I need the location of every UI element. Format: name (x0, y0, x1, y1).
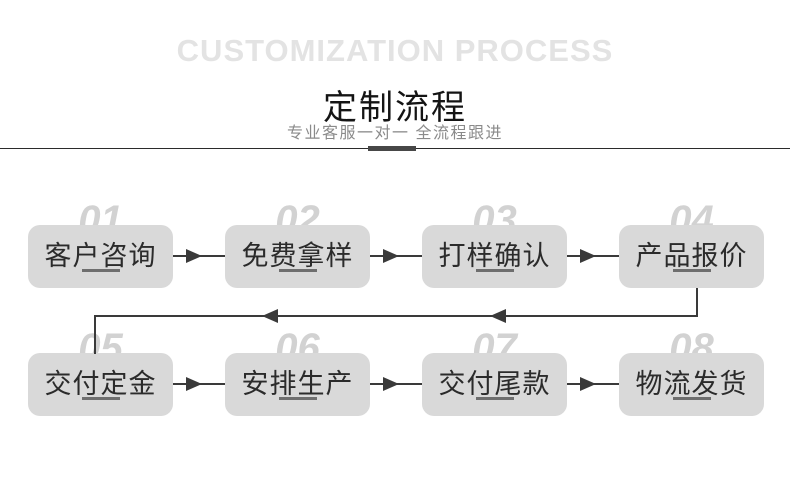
arrow-right-icon (567, 249, 619, 263)
step-label: 安排生产 (241, 369, 354, 399)
step-label: 物流发货 (635, 369, 748, 399)
step-01-customer-inquiry: 01 客户咨询 (28, 200, 173, 288)
step-label: 打样确认 (438, 241, 551, 271)
step-label: 交付定金 (44, 369, 157, 399)
step-underline (475, 269, 514, 272)
divider-accent-bar (368, 146, 416, 151)
arrow-right-icon (173, 377, 225, 391)
step-label: 客户咨询 (44, 241, 157, 271)
step-underline (278, 397, 317, 400)
section-title: 定制流程 (323, 89, 467, 127)
step-underline (672, 397, 711, 400)
step-label: 产品报价 (635, 241, 748, 271)
step-label: 交付尾款 (438, 369, 551, 399)
step-box: 物流发货 (619, 353, 764, 416)
arrow-right-icon (370, 249, 422, 263)
step-box: 打样确认 (422, 225, 567, 288)
step-underline (475, 397, 514, 400)
step-06-arrange-production: 06 安排生产 (225, 328, 370, 416)
step-box: 安排生产 (225, 353, 370, 416)
step-03-sample-confirmation: 03 打样确认 (422, 200, 567, 288)
step-box: 免费拿样 (225, 225, 370, 288)
step-underline (81, 269, 120, 272)
step-04-product-quotation: 04 产品报价 (619, 200, 764, 288)
section-subtitle: 专业客服一对一 全流程跟进 (287, 125, 503, 142)
arrow-left-icon (490, 309, 506, 323)
return-connector-into-step-05-segment (94, 315, 96, 354)
arrow-right-icon (567, 377, 619, 391)
step-02-free-sample: 02 免费拿样 (225, 200, 370, 288)
return-connector-horizontal-segment (94, 315, 698, 317)
watermark-text: CUSTOMIZATION PROCESS (176, 33, 614, 68)
step-08-logistics-shipping: 08 物流发货 (619, 328, 764, 416)
step-box: 产品报价 (619, 225, 764, 288)
step-07-pay-balance: 07 交付尾款 (422, 328, 567, 416)
arrow-right-icon (370, 377, 422, 391)
arrow-left-icon (262, 309, 278, 323)
step-05-pay-deposit: 05 交付定金 (28, 328, 173, 416)
step-label: 免费拿样 (241, 241, 354, 271)
step-box: 交付尾款 (422, 353, 567, 416)
step-underline (81, 397, 120, 400)
step-box: 交付定金 (28, 353, 173, 416)
arrow-right-icon (173, 249, 225, 263)
return-connector-down-segment (696, 288, 698, 317)
step-box: 客户咨询 (28, 225, 173, 288)
step-underline (278, 269, 317, 272)
step-underline (672, 269, 711, 272)
